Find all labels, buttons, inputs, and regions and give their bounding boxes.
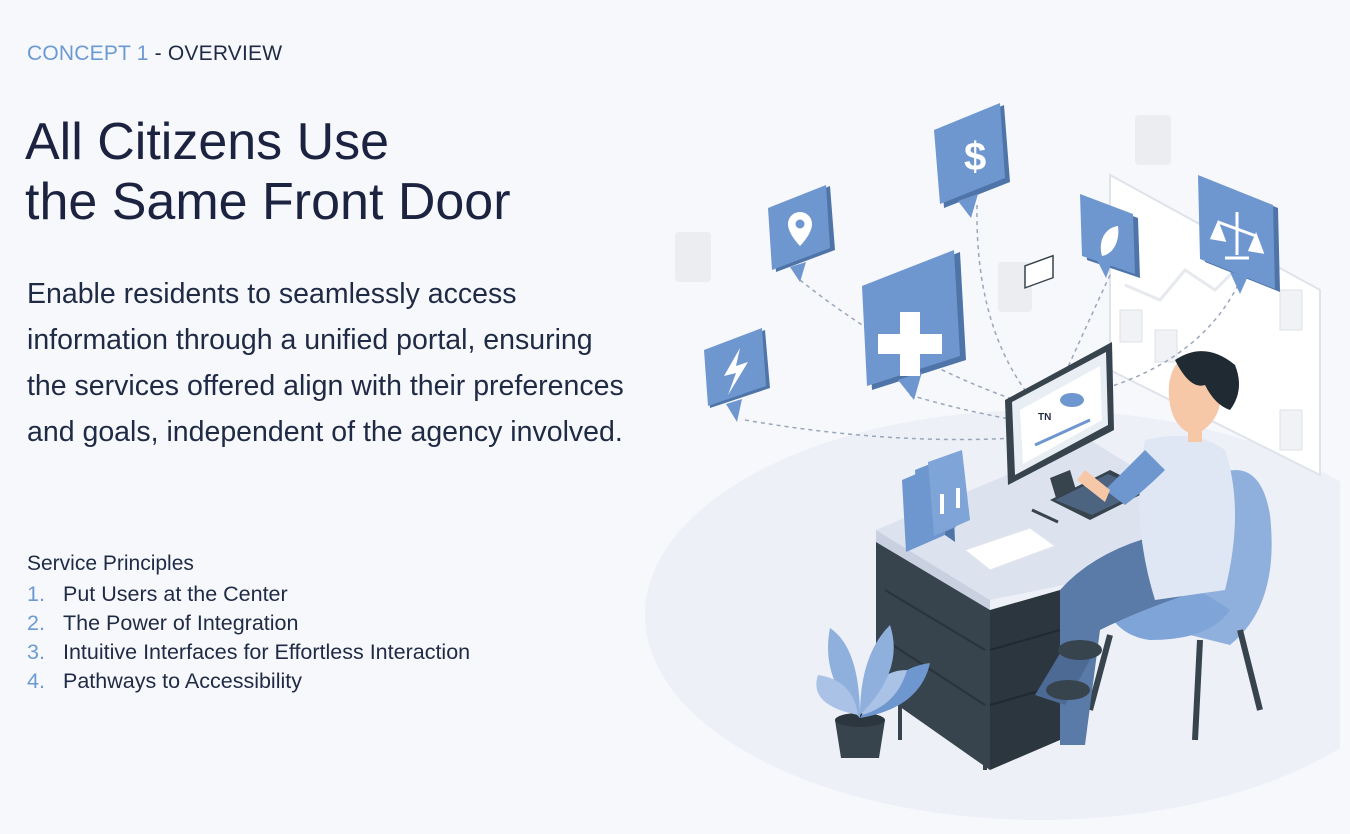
service-principles: Service Principles 1. Put Users at the Ce… — [27, 550, 470, 696]
connection-lines — [744, 204, 1239, 441]
page-title-line-2: the Same Front Door — [25, 173, 511, 231]
svg-text:$: $ — [964, 135, 986, 179]
page-title: All Citizens Use the Same Front Door — [25, 112, 511, 232]
faint-bubble — [998, 262, 1032, 312]
faint-bubble — [1135, 115, 1171, 165]
eyebrow-section: - OVERVIEW — [148, 42, 283, 65]
binders — [902, 450, 970, 552]
lightning-icon — [704, 328, 770, 422]
list-item: 2. The Power of Integration — [27, 609, 470, 638]
list-item-label: Put Users at the Center — [63, 582, 288, 606]
principles-list: 1. Put Users at the Center 2. The Power of… — [27, 580, 470, 696]
page-title-line-1: All Citizens Use — [25, 113, 390, 171]
medical-cross-icon — [862, 250, 966, 400]
office-worker-illustration: $ — [645, 103, 1340, 820]
list-item-number: 3. — [27, 640, 45, 664]
list-item-number: 4. — [27, 669, 45, 693]
description: Enable residents to seamlessly access in… — [27, 278, 624, 448]
monitor-badge: TN — [1038, 412, 1051, 423]
list-item-number: 1. — [27, 582, 45, 606]
faint-bubble — [675, 232, 711, 282]
pen — [1031, 508, 1059, 524]
location-pin-icon — [768, 185, 835, 282]
eyebrow-concept: CONCEPT 1 — [27, 42, 149, 65]
person — [1035, 351, 1239, 745]
list-item-number: 2. — [27, 611, 45, 635]
monitor: TN — [1005, 254, 1114, 498]
list-item: 1. Put Users at the Center — [27, 580, 470, 609]
leaf-icon — [1080, 194, 1140, 278]
list-item: 3. Intuitive Interfaces for Effortless In… — [27, 638, 470, 667]
scales-icon — [1198, 175, 1280, 294]
list-item-label: Pathways to Accessibility — [63, 669, 302, 693]
list-item: 4. Pathways to Accessibility — [27, 667, 470, 696]
list-item-label: Intuitive Interfaces for Effortless Inte… — [63, 640, 471, 664]
eyebrow: CONCEPT 1 - OVERVIEW — [27, 42, 282, 66]
principles-heading: Service Principles — [27, 552, 194, 575]
dollar-icon: $ — [934, 103, 1010, 218]
paper-stack — [963, 527, 1057, 571]
plant — [816, 625, 930, 758]
list-item-label: The Power of Integration — [63, 611, 299, 635]
